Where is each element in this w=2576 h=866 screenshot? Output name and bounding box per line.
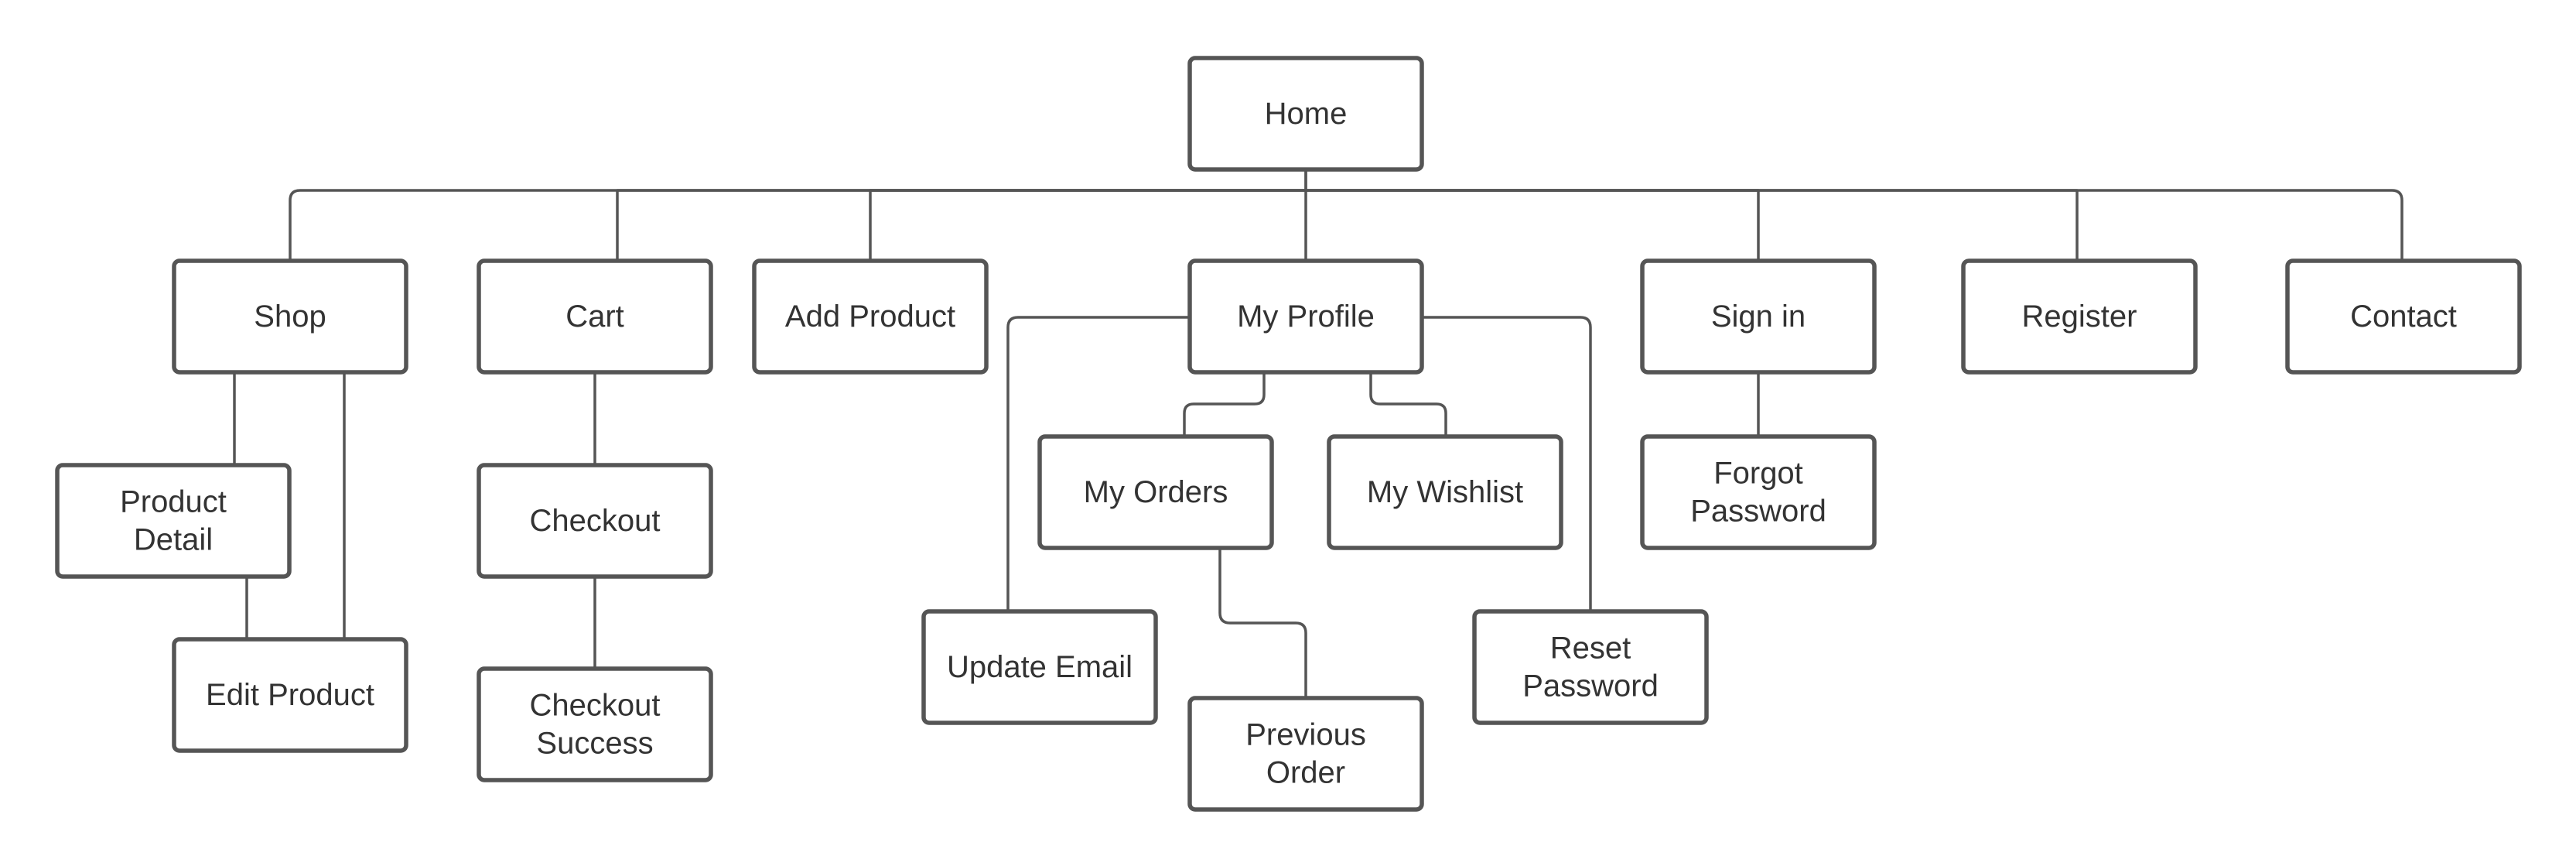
node-label: Cart bbox=[565, 300, 624, 334]
node-box bbox=[477, 258, 713, 375]
node-box bbox=[752, 258, 989, 375]
node-cart: Cart bbox=[477, 258, 713, 375]
node-box bbox=[55, 463, 292, 579]
node-home: Home bbox=[1187, 56, 1424, 172]
edge-home-to-contact bbox=[1306, 189, 2403, 261]
node-box bbox=[172, 258, 408, 375]
node-label: Contact bbox=[2350, 300, 2457, 334]
node-box bbox=[477, 666, 713, 782]
node-my-wishlist: My Wishlist bbox=[1327, 434, 1563, 550]
node-shop: Shop bbox=[172, 258, 408, 375]
node-label: Checkout bbox=[530, 504, 661, 538]
edge-home-to-sign-in bbox=[1306, 189, 1760, 261]
node-label: Product bbox=[120, 485, 227, 519]
node-label: My Wishlist bbox=[1367, 475, 1523, 509]
edges-layer bbox=[233, 145, 2403, 698]
node-update-email: Update Email bbox=[921, 609, 1158, 725]
edge-my-profile-to-update-email bbox=[1006, 316, 1190, 611]
node-label: Order bbox=[1266, 756, 1345, 790]
node-box bbox=[1187, 696, 1424, 812]
edge-my-profile-to-reset-password bbox=[1422, 316, 1592, 611]
node-label: Sign in bbox=[1711, 300, 1806, 334]
node-register: Register bbox=[1961, 258, 2198, 375]
node-box bbox=[477, 463, 713, 579]
edge-my-profile-to-my-wishlist bbox=[1369, 372, 1447, 436]
node-label: Success bbox=[536, 727, 653, 761]
node-label: Password bbox=[1522, 669, 1659, 703]
edge-my-profile-to-my-orders bbox=[1183, 372, 1266, 436]
node-sign-in: Sign in bbox=[1640, 258, 1877, 375]
edge-home-to-shop bbox=[289, 145, 1307, 261]
node-label: Home bbox=[1265, 97, 1348, 131]
node-my-orders: My Orders bbox=[1037, 434, 1274, 550]
node-box bbox=[1640, 434, 1877, 550]
node-box bbox=[2285, 258, 2522, 375]
node-box bbox=[172, 637, 408, 753]
edge-my-orders-to-previous-order bbox=[1218, 548, 1307, 698]
node-box bbox=[1037, 434, 1274, 550]
node-label: Edit Product bbox=[206, 678, 374, 712]
node-box bbox=[1187, 258, 1424, 375]
node-box bbox=[1472, 609, 1709, 725]
node-box bbox=[1187, 56, 1424, 172]
edge-home-to-cart bbox=[616, 189, 1306, 261]
node-label: Update Email bbox=[947, 650, 1133, 684]
node-box bbox=[1640, 258, 1877, 375]
node-my-profile: My Profile bbox=[1187, 258, 1424, 375]
node-label: My Profile bbox=[1237, 300, 1375, 334]
node-label: Forgot bbox=[1713, 457, 1803, 491]
edge-home-to-register bbox=[1306, 189, 2079, 261]
node-label: Detail bbox=[134, 523, 213, 557]
node-label: Register bbox=[2022, 300, 2137, 334]
node-label: Shop bbox=[254, 300, 326, 334]
node-contact: Contact bbox=[2285, 258, 2522, 375]
node-label: Password bbox=[1690, 495, 1826, 529]
edge-home-to-add-product bbox=[869, 189, 1306, 261]
node-label: Reset bbox=[1550, 632, 1631, 666]
node-label: Checkout bbox=[530, 689, 661, 723]
node-box bbox=[1327, 434, 1563, 550]
node-label: Previous bbox=[1245, 718, 1366, 752]
node-label: Add Product bbox=[785, 300, 955, 334]
node-box bbox=[1961, 258, 2198, 375]
node-box bbox=[921, 609, 1158, 725]
node-edit-product: Edit Product bbox=[172, 637, 408, 753]
node-checkout: Checkout bbox=[477, 463, 713, 579]
node-label: My Orders bbox=[1084, 475, 1228, 509]
node-add-product: Add Product bbox=[752, 258, 989, 375]
